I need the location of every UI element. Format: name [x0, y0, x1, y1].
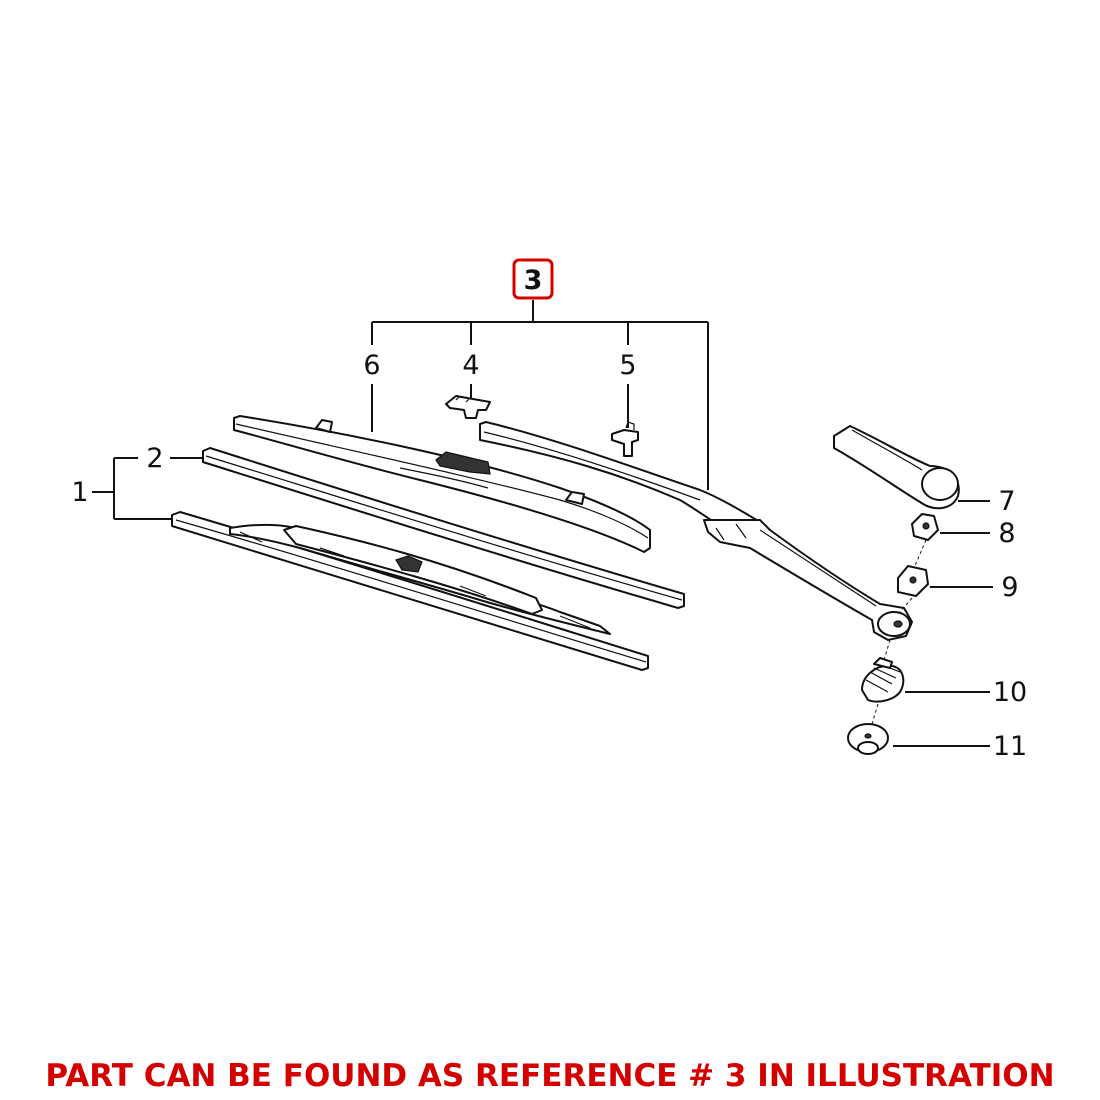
callout-1: 1: [71, 477, 88, 508]
callout-5: 5: [619, 350, 636, 381]
callout-10: 10: [993, 677, 1027, 708]
part-5-clip: [611, 421, 639, 457]
callout-2: 2: [146, 443, 163, 474]
part-4-clip: [445, 395, 491, 419]
callout-6: 6: [363, 350, 380, 381]
callout-11: 11: [993, 731, 1027, 762]
callout-9: 9: [1001, 572, 1018, 603]
part-10-cover: [861, 657, 905, 703]
part-7-arm-cap: [833, 425, 960, 510]
assembly-axis: [871, 539, 927, 725]
wiper-arm-assembly: [479, 421, 913, 641]
part-6-cover-strip: [233, 415, 651, 553]
callout-7: 7: [998, 486, 1015, 517]
bracket-3: [371, 300, 709, 490]
reference-3-highlight-box: [512, 258, 554, 300]
callout-8: 8: [998, 518, 1015, 549]
part-2-wiper-refill: [202, 447, 685, 609]
bracket-1: [92, 457, 172, 520]
callout-4: 4: [462, 350, 479, 381]
reference-caption: PART CAN BE FOUND AS REFERENCE # 3 IN IL…: [45, 1058, 1055, 1094]
part-1-wiper-blade: [171, 511, 649, 671]
part-9-washer: [897, 565, 929, 597]
callout-3: 3: [524, 265, 543, 296]
part-8-nut: [911, 513, 939, 541]
part-11-grommet: [847, 723, 889, 755]
